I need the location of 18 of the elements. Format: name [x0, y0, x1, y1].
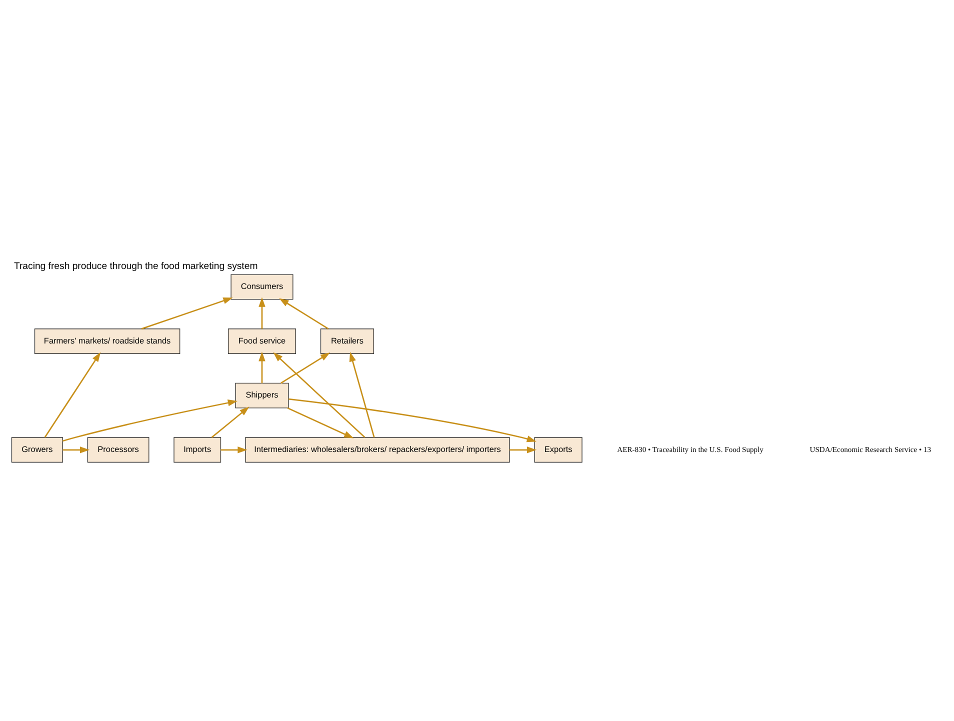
arrow	[349, 352, 375, 438]
arrow	[280, 352, 330, 384]
arrow	[44, 352, 101, 438]
diagram-title: Tracing fresh produce through the food marketing system	[14, 261, 258, 272]
arrow	[279, 298, 329, 330]
arrow	[287, 407, 354, 438]
arrow	[220, 446, 248, 454]
arrow	[510, 446, 537, 454]
arrow	[258, 297, 266, 329]
arrow	[258, 352, 266, 384]
label: AER-830 • Traceability in the U.S. Food Supply	[617, 444, 764, 454]
arrow	[288, 398, 537, 442]
label: USDA/Economic Research Service • 13	[810, 444, 932, 454]
arrow	[273, 352, 366, 438]
arrow	[62, 400, 238, 442]
arrow	[62, 446, 90, 454]
arrow	[141, 298, 233, 330]
arrow	[211, 406, 250, 438]
